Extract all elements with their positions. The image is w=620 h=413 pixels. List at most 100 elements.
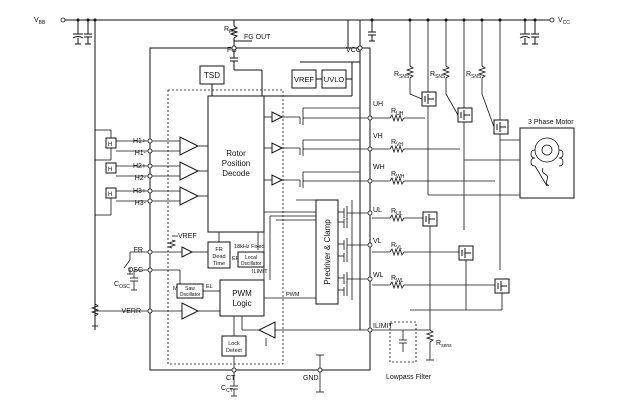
fg-pin-label: FG (227, 47, 237, 54)
fixed-label: 18kHz Fixed (234, 244, 265, 250)
vbb-label: VBB (34, 17, 46, 26)
fr-switch (123, 251, 148, 275)
gnd-pin-label: GND (303, 375, 319, 382)
pwm-label-1: PWM (232, 289, 252, 298)
el-label: EL (206, 284, 213, 290)
vcc-decoupling-caps (368, 18, 539, 45)
ct-pin (231, 367, 237, 373)
ct-pin-label: CT (226, 375, 236, 382)
rsns-label-2: RSNS (430, 71, 446, 80)
lowpass-title: Lowpass Filter (386, 374, 432, 381)
low-side-fet-u (422, 211, 438, 310)
motor-title: 3 Phase Motor (528, 119, 574, 126)
rvl-label: RVL (391, 242, 402, 251)
predriver-label: Predriver & Clamp (323, 219, 332, 285)
pwm-signal-label: PWM (286, 292, 300, 298)
local-osc-label-1: Local (245, 255, 257, 261)
low-gate-resistors (372, 213, 495, 290)
fr-dead-label-2: Dead (212, 254, 225, 260)
vcc-pin-label: VCC (346, 47, 361, 54)
high-side-fet-v (445, 93, 473, 230)
vref-input-label: VREF (178, 233, 197, 240)
high-side-buffers (264, 111, 300, 186)
fr-dead-label-1: FR (215, 247, 222, 253)
high-gate-resistors (372, 113, 495, 186)
pwm-label-2: Logic (232, 299, 251, 308)
ilimit-comparator (241, 316, 276, 346)
rotor-label-2: Position (222, 159, 250, 168)
svg-text:H: H (108, 192, 112, 198)
cosc-capacitor (130, 269, 148, 291)
tsd-label: TSD (204, 71, 220, 80)
rotor-label-3: Decode (222, 169, 250, 178)
hall-comparator-3 (152, 186, 208, 206)
ic-outline (149, 47, 371, 371)
core-region (167, 89, 284, 365)
wh-label: WH (373, 164, 385, 171)
rotor-label-1: Rotor (226, 149, 246, 158)
ilimit-pin-label: ILIMIT (373, 323, 394, 330)
vcc-right-terminal (549, 17, 555, 23)
ul-label: UL (373, 207, 382, 214)
hall-sensor-h1: H (95, 129, 150, 161)
hall-sensor-h2: H (105, 162, 150, 177)
ilimit-pin (367, 327, 373, 333)
lowpass-filter-box (389, 321, 417, 363)
saw-label-1: Saw (185, 286, 195, 292)
h1p-label: H1+ (133, 138, 146, 145)
rsns-label-1: RSNS (394, 71, 410, 80)
fr-input-stage (152, 235, 208, 258)
high-side-transistors (299, 107, 368, 188)
lock-label-1: Lock (228, 341, 240, 347)
rul-label: RUL (391, 208, 403, 217)
rfg-label: RFG (224, 26, 236, 35)
svg-text:H: H (108, 142, 112, 148)
verr-divider (90, 300, 100, 327)
hall-comparator-2 (152, 161, 208, 181)
fr-dead-label-3: Time (213, 261, 225, 267)
cosc-label: COSC (114, 281, 130, 290)
h1n-label: H1- (135, 150, 147, 157)
hall-sensor-h3: H (95, 187, 150, 216)
rvh-label: RVH (391, 139, 403, 148)
lowpass-cap (399, 330, 407, 352)
fr-pin-label: FR (134, 247, 143, 254)
rsns-label-3: RSNS (466, 71, 482, 80)
fg-transistor (230, 50, 238, 70)
local-osc-label-2: Oscillator (241, 261, 262, 267)
ruh-label: RUH (391, 108, 404, 117)
motor-windings (530, 137, 564, 187)
high-side-fet-w (481, 93, 509, 270)
h3p-label: H3+ (133, 188, 146, 195)
pwm-logic-block (219, 279, 265, 317)
h2n-label: H2- (135, 175, 147, 182)
vbb-terminal (60, 17, 66, 23)
low-side-fet-v (458, 245, 474, 310)
lock-label-2: Detect (226, 348, 242, 354)
svg-text:H: H (108, 167, 112, 173)
vbb-decoupling-caps (72, 18, 92, 45)
h2p-label: H2+ (133, 163, 146, 170)
low-side-pins (367, 210, 373, 282)
saw-label-2: Oscillator (180, 292, 201, 298)
h3n-label: H3- (135, 200, 147, 207)
pullup-resistors (405, 20, 487, 94)
fr-pin (147, 249, 153, 255)
vcc-pin (357, 45, 363, 51)
er-label: ER (232, 256, 240, 262)
m-label: M (173, 286, 178, 292)
junction-dot (93, 18, 97, 22)
verr-pin (147, 308, 153, 314)
cct-capacitor (230, 372, 238, 397)
low-side-transistors (338, 200, 368, 300)
rwh-label: RWH (391, 171, 405, 180)
rsens-label: Rsens (436, 340, 452, 349)
vref-label: VREF (294, 75, 314, 84)
fg-pin (231, 45, 237, 51)
low-side-fet-w (494, 278, 510, 310)
high-side-drain-rails (408, 18, 502, 120)
high-side-fet-u (409, 91, 437, 195)
vh-label: VH (373, 133, 383, 140)
ilimit-internal-label: ILIMIT (252, 269, 268, 275)
